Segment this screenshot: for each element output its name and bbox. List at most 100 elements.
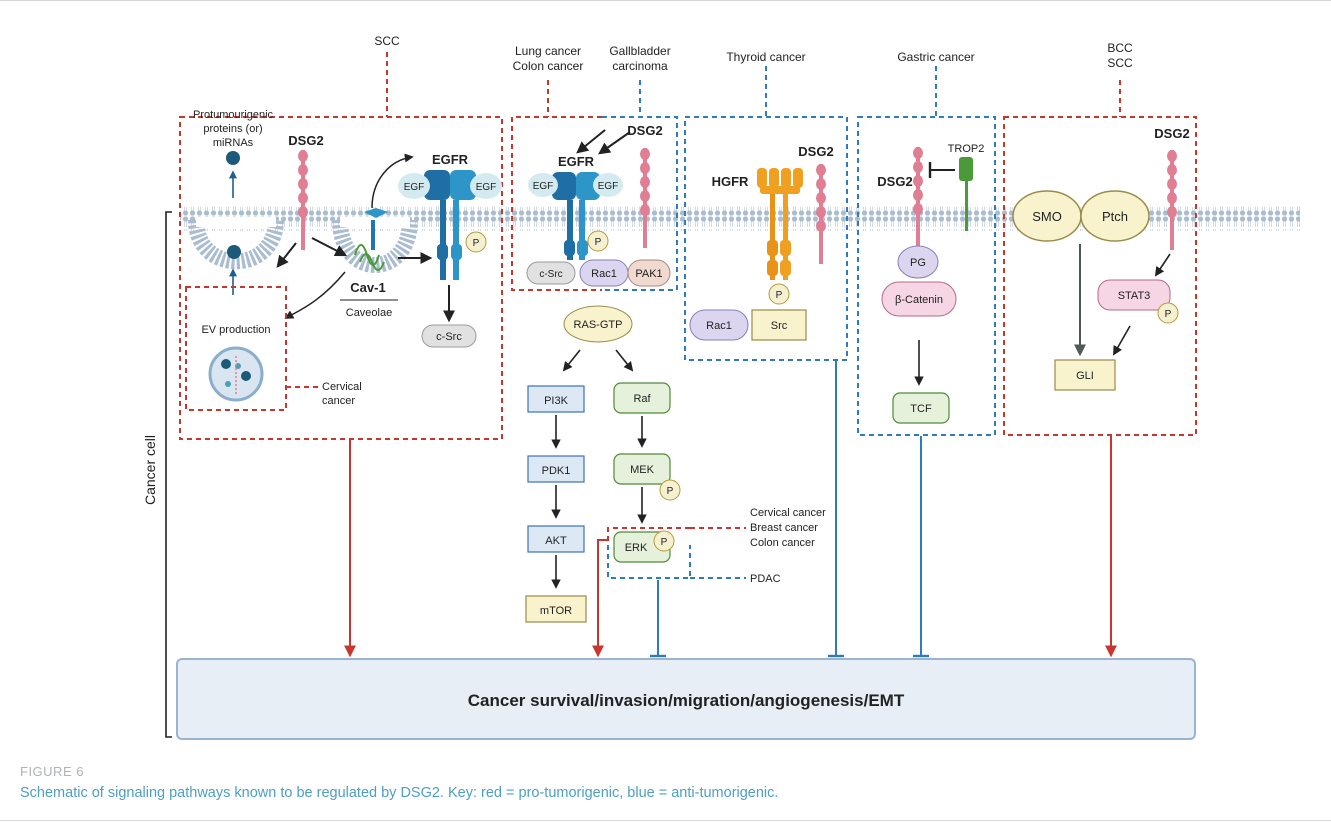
egf-right-lung-label: EGF (598, 181, 619, 192)
vesicle-cargo (227, 245, 241, 259)
figure-label: FIGURE 6 (20, 764, 84, 779)
egfr-lung-p-label: P (595, 237, 602, 248)
mek-label: MEK (630, 464, 655, 476)
protumo-line3: miRNAs (213, 137, 254, 149)
dsg2-to-egfr-lung-arrow2 (576, 129, 606, 154)
lung-header-line2: Colon cancer (513, 59, 584, 73)
dsg2-scc-label: DSG2 (288, 133, 323, 148)
stat3-label: STAT3 (1118, 290, 1151, 302)
released-cargo (226, 151, 240, 165)
ptch-node (1080, 190, 1150, 242)
pak1-lung-label: PAK1 (635, 268, 662, 280)
pak1-lung-box (627, 259, 671, 287)
dsg2-to-ev-arrow (276, 242, 297, 268)
dsg2-pathway-diagram: Cancer cell Cancer survival/invasion/mig… (142, 34, 1300, 740)
rac1-thyroid-box (689, 309, 749, 341)
mtor-label: mTOR (540, 605, 572, 617)
egf-left-lung (528, 173, 558, 197)
protumo-line1: Protumourigenic (193, 109, 274, 121)
src-thyroid-box (751, 309, 807, 341)
stat3-phospho (1157, 302, 1179, 324)
dsg2-bcc-icon (1167, 150, 1177, 250)
egfr-lung-label: EGFR (558, 154, 595, 169)
gastric-panel (857, 66, 996, 436)
trop2-icon (959, 157, 973, 231)
outcome-label: Cancer survival/invasion/migration/angio… (468, 691, 905, 710)
erk-breast-label: Breast cancer (750, 522, 818, 534)
raf-box (613, 382, 671, 414)
scc-panel (179, 52, 503, 440)
raf-label: Raf (633, 393, 651, 405)
cav-to-ev-arrow (284, 271, 346, 319)
caveolae-label: Caveolae (346, 307, 392, 319)
cancer-cell-label: Cancer cell (142, 435, 158, 505)
dsg2-gastric-label: DSG2 (877, 174, 912, 189)
gastric-header: Gastric cancer (897, 50, 974, 64)
bcc-header-line2: SCC (1107, 56, 1133, 70)
pi3k-label: PI3K (544, 395, 569, 407)
rac1-thyroid-label: Rac1 (706, 320, 732, 332)
ptch-label: Ptch (1102, 209, 1128, 224)
ev-vesicle-icon (208, 346, 264, 402)
egfr-scc-label: EGFR (432, 152, 469, 167)
hgfr-icon (757, 168, 803, 280)
gallbladder-header-line2: carcinoma (612, 59, 668, 73)
erk-pro-outcome-arrow (592, 539, 608, 658)
cervical-line2: cancer (322, 395, 355, 407)
mek-box (613, 453, 671, 485)
dsg2-thyroid-icon (816, 164, 826, 264)
dsg2-scc-icon (298, 150, 308, 250)
dsg2-gastric-icon (913, 147, 923, 247)
akt-label: AKT (545, 535, 567, 547)
erk-colon-label: Colon cancer (750, 537, 815, 549)
pdk1-box (527, 455, 585, 483)
smo-label: SMO (1032, 209, 1062, 224)
bottom-rule (0, 820, 1331, 821)
protumo-line2: proteins (or) (203, 123, 262, 135)
csrc-lung-box (526, 261, 576, 285)
dsg2-thyroid-label: DSG2 (798, 144, 833, 159)
pg-label: PG (910, 257, 926, 269)
thyroid-panel (684, 66, 848, 361)
cancer-cell-bracket (165, 211, 172, 738)
thyroid-header: Thyroid cancer (726, 50, 805, 64)
tcf-label: TCF (910, 403, 932, 415)
cervical-line1: Cervical (322, 381, 362, 393)
mek-p-label: P (667, 486, 674, 497)
egfr-lung-icon (552, 172, 600, 260)
egf-right-scc-label: EGF (476, 182, 497, 193)
bcatenin-label: β-Catenin (895, 294, 943, 306)
dsg2-lung-label: DSG2 (627, 123, 662, 138)
erk-phospho (653, 530, 675, 552)
ras-to-raf-arrow (615, 349, 634, 372)
dsg2-to-cav-arrow (311, 237, 348, 257)
egfr-scc-phospho (465, 231, 487, 253)
dsg2-to-stat3-arrow (1154, 253, 1171, 277)
csrc-scc-box (421, 324, 477, 348)
gli-label: GLI (1076, 370, 1094, 382)
scc-header: SCC (374, 34, 400, 48)
hgfr-p-label: P (776, 290, 783, 301)
src-thyroid-label: Src (771, 320, 788, 332)
ev-subpanel (185, 286, 318, 411)
hgfr-phospho (768, 283, 790, 305)
erk-p-label: P (661, 537, 668, 548)
figure-caption: Schematic of signaling pathways known to… (20, 785, 779, 801)
dsg2-lung-icon (640, 148, 650, 248)
csrc-lung-label: c-Src (539, 269, 562, 280)
dsg2-bcc-label: DSG2 (1154, 126, 1189, 141)
cav-to-egfr-arrow (371, 153, 414, 209)
bcc-panel (1003, 80, 1197, 436)
egf-left-scc (398, 173, 430, 199)
egf-right-lung (593, 173, 623, 197)
pdk1-label: PDK1 (542, 465, 571, 477)
egf-right-scc (470, 173, 502, 199)
egf-left-scc-label: EGF (404, 182, 425, 193)
lung-panel (511, 80, 678, 291)
tcf-box (892, 392, 950, 424)
erk-cervical-label: Cervical cancer (750, 507, 826, 519)
rac1-lung-label: Rac1 (591, 268, 617, 280)
hgfr-label: HGFR (712, 174, 749, 189)
bcatenin-node (881, 281, 957, 317)
egf-left-lung-label: EGF (533, 181, 554, 192)
